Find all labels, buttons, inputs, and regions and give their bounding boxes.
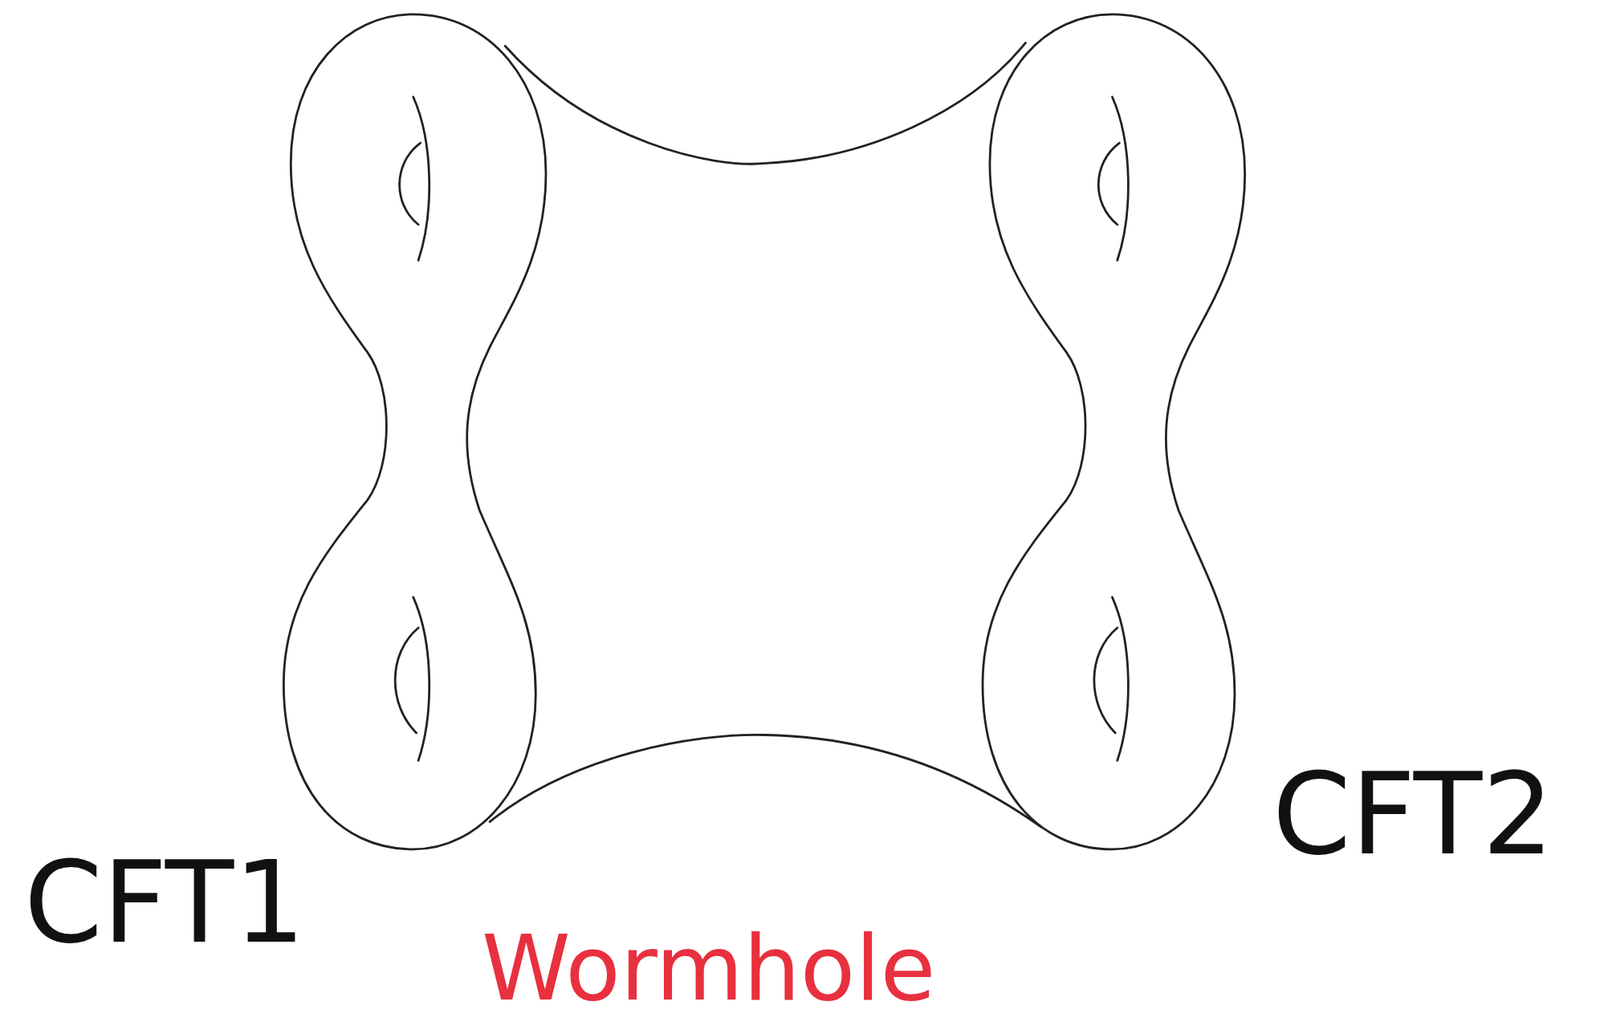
wormhole-boundary — [489, 734, 1041, 827]
genus-two-surface — [283, 14, 546, 850]
wormhole-label: Wormhole — [481, 923, 936, 1014]
genus-two-surface — [982, 14, 1246, 850]
wormhole-boundary — [504, 42, 1026, 164]
boundary-label: CFT2 — [1272, 758, 1554, 872]
boundary-label: CFT1 — [24, 846, 306, 960]
